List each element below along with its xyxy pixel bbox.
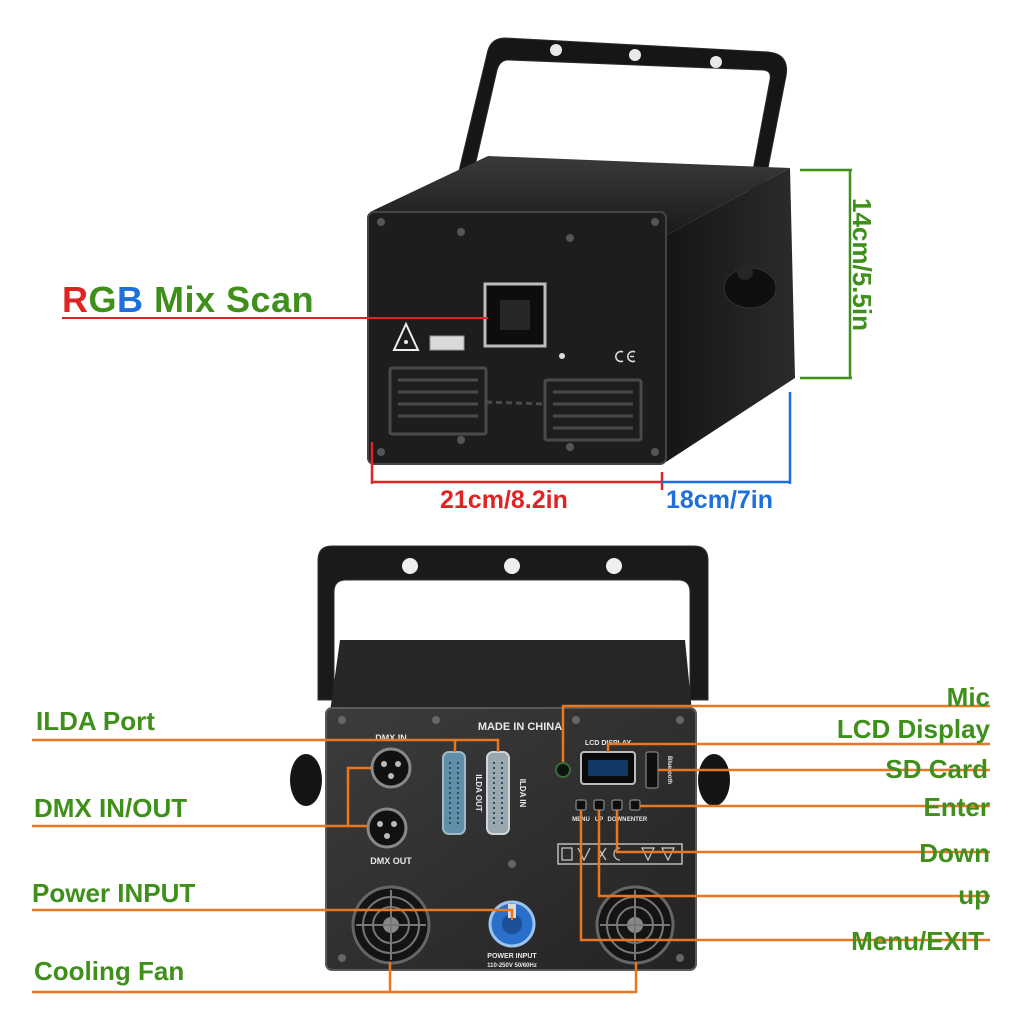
callout-mic: Mic xyxy=(946,682,990,712)
title-rest: Mix Scan xyxy=(143,279,315,320)
ilda-out-text: ILDA OUT xyxy=(474,774,483,812)
mic-callout-line xyxy=(561,704,990,762)
up-button xyxy=(593,799,605,811)
dmx-in-connector xyxy=(370,747,412,789)
ilda-callout-line xyxy=(32,738,500,752)
mic-hole xyxy=(555,762,571,778)
radiation-icon xyxy=(559,353,565,359)
laser-aperture xyxy=(483,282,547,348)
fan-callout-line xyxy=(32,962,638,994)
callout-up: up xyxy=(958,880,990,910)
callout-power-input: Power INPUT xyxy=(32,878,196,908)
callout-cooling-fan: Cooling Fan xyxy=(34,956,185,986)
dmx-out-text: DMX OUT xyxy=(370,856,412,866)
width-label: 21cm/8.2in xyxy=(440,486,568,514)
front-vent xyxy=(388,366,643,442)
rear-left-knob xyxy=(290,754,322,806)
ilda-in-text: ILDA IN xyxy=(518,779,527,808)
down-button xyxy=(611,799,623,811)
rear-device: MADE IN CHINA DMX IN DMX OUT ILDA OUT IL… xyxy=(290,545,730,971)
ce-mark-icon xyxy=(615,350,636,363)
rear-handle-hole xyxy=(606,558,622,574)
lcd-callout-line xyxy=(606,742,990,752)
rear-right-knob xyxy=(698,754,730,806)
callout-enter: Enter xyxy=(923,792,990,822)
ilda-in-port xyxy=(486,751,510,835)
front-handle-hole xyxy=(550,44,562,56)
power-input-text: POWER INPUT xyxy=(487,953,537,960)
menu-button xyxy=(575,799,587,811)
front-handle-hole xyxy=(629,49,641,61)
sd-card-slot xyxy=(645,751,659,789)
model-plate xyxy=(429,335,465,351)
enter-btn-text: ENTER xyxy=(627,817,648,823)
dmx-callout-line xyxy=(32,766,372,828)
front-side-face xyxy=(665,168,795,462)
menu-callout-line xyxy=(579,810,990,942)
title-letter-b: B xyxy=(117,279,144,320)
power-input-connector xyxy=(488,900,536,948)
dmx-out-connector xyxy=(366,807,408,849)
front-screws xyxy=(377,218,659,456)
rgb-mix-scan-title: RGB Mix Scan xyxy=(62,282,314,318)
rear-screws xyxy=(338,716,684,962)
cooling-fan-left xyxy=(351,885,431,965)
power-spec-text: 110-250V 50/60Hz xyxy=(487,963,537,969)
callout-lcd-display: LCD Display xyxy=(836,714,990,744)
height-label: 14cm/5.5in xyxy=(847,198,877,331)
down-callout-line xyxy=(615,810,990,854)
title-letter-r: R xyxy=(62,279,89,320)
callout-menu-exit: Menu/EXIT xyxy=(851,926,984,956)
up-callout-line xyxy=(597,810,990,898)
callout-down: Down xyxy=(919,838,990,868)
depth-label: 18cm/7in xyxy=(666,486,774,514)
rear-handle-hole xyxy=(402,558,418,574)
depth-dimension xyxy=(662,392,792,484)
ilda-out-port xyxy=(442,751,466,835)
power-callout-line xyxy=(32,908,514,920)
warning-triangle-icon xyxy=(392,321,420,351)
rear-top-face xyxy=(330,640,692,712)
height-dimension xyxy=(800,168,852,380)
enter-button xyxy=(629,799,641,811)
front-device xyxy=(367,37,795,465)
control-buttons xyxy=(575,799,641,811)
title-letter-g: G xyxy=(88,279,118,320)
ilda-pins xyxy=(449,762,503,824)
dmx-in-text: DMX IN xyxy=(375,733,407,743)
callout-sd-card: SD Card xyxy=(885,754,988,784)
certification-icons xyxy=(557,843,683,865)
front-handle-hole xyxy=(710,56,722,68)
made-in-china-text: MADE IN CHINA xyxy=(478,721,562,733)
callout-dmx-in-out: DMX IN/OUT xyxy=(34,793,188,823)
cooling-fan-right xyxy=(595,885,675,965)
rear-handle-hole xyxy=(504,558,520,574)
callout-lines xyxy=(32,704,990,994)
callout-ilda-port: ILDA Port xyxy=(36,706,155,736)
